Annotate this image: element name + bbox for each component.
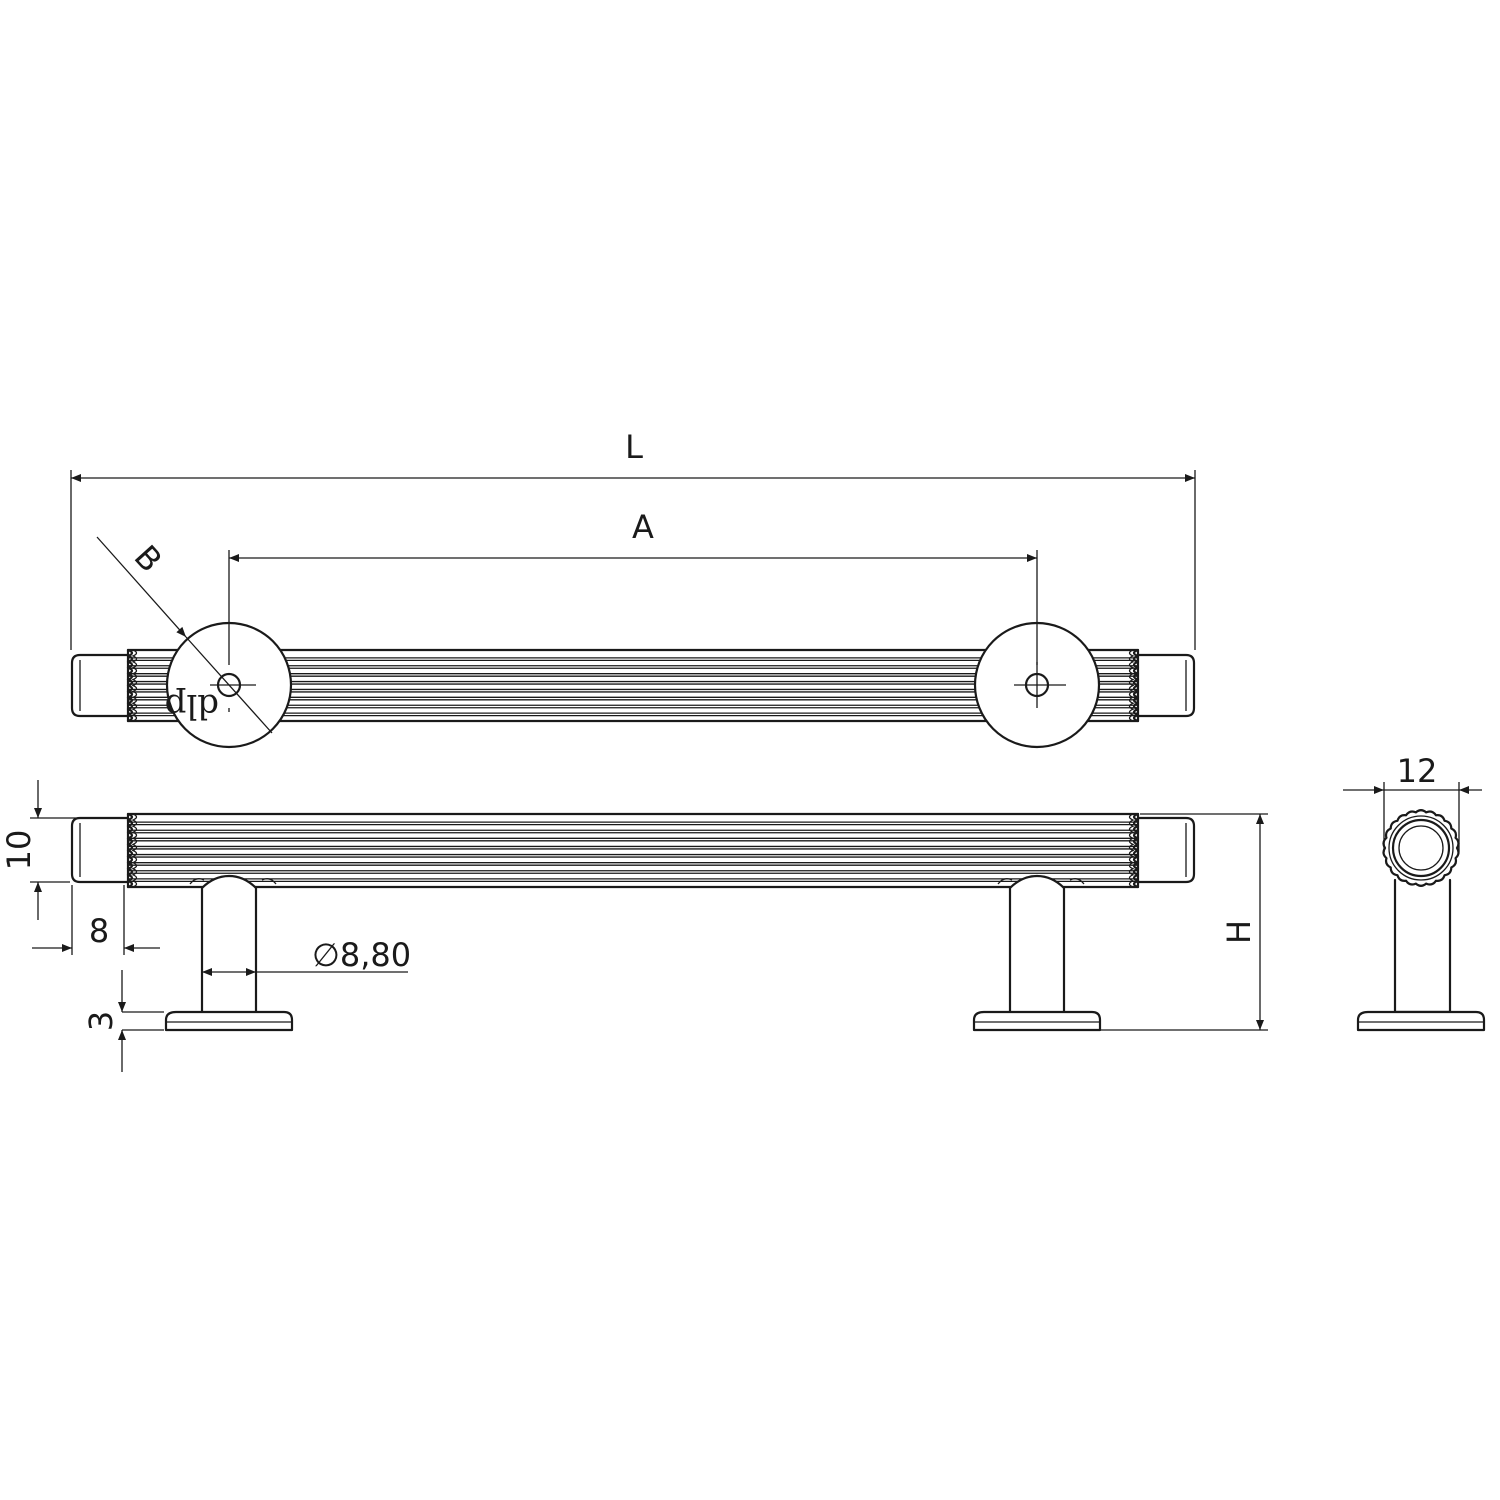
knurl-edge — [1132, 648, 1140, 723]
knurl-edge — [126, 648, 134, 723]
dim-bar-width-label: 12 — [1397, 752, 1438, 790]
dim-height-label: H — [1220, 920, 1258, 944]
front-view — [70, 812, 1196, 1032]
top-right-end-cap — [1136, 653, 1196, 718]
top-view: dlp — [70, 621, 1196, 749]
side-post — [1393, 878, 1452, 1014]
front-right-knurl — [1128, 812, 1140, 889]
knurl-edge — [1128, 813, 1135, 888]
brand-logo-text: dlp — [165, 686, 219, 726]
bar-outline — [126, 812, 1140, 889]
front-fluted-bar — [126, 812, 1140, 889]
dim-post-diameter-label: ∅8,80 — [312, 936, 411, 974]
top-left-end-cap — [70, 653, 130, 718]
dimension-lines: L A B 10 8 ∅8,80 3 H — [0, 428, 1482, 1072]
knurl-inner-ring — [1388, 815, 1454, 881]
side-view — [1356, 809, 1486, 1032]
front-left-post — [164, 874, 294, 1032]
dim-length-label: L — [625, 428, 643, 466]
dim-end-cap-label: 8 — [89, 912, 109, 950]
knurl-edge — [131, 813, 138, 888]
front-right-end-cap — [1136, 816, 1196, 884]
top-left-knurl — [126, 648, 138, 723]
knurl-edge — [1128, 649, 1135, 722]
front-left-knurl — [126, 812, 138, 889]
front-right-post — [972, 874, 1102, 1032]
dim-bar-thickness-label: 10 — [0, 830, 38, 871]
side-base — [1356, 1010, 1486, 1032]
top-right-knurl — [1128, 648, 1140, 723]
dim-center-distance-label: A — [632, 508, 654, 546]
bar-outline — [126, 648, 1140, 723]
knurl-edge — [126, 812, 134, 889]
dim-base-diameter-label: B — [127, 538, 170, 580]
side-bar-section — [1391, 818, 1451, 878]
brand-logo: dlp — [165, 686, 219, 726]
knurl-edge — [1132, 812, 1140, 889]
knurl-edge — [131, 649, 138, 722]
top-fluted-bar — [126, 648, 1140, 723]
dim-base-thickness-label: 3 — [82, 1011, 120, 1031]
